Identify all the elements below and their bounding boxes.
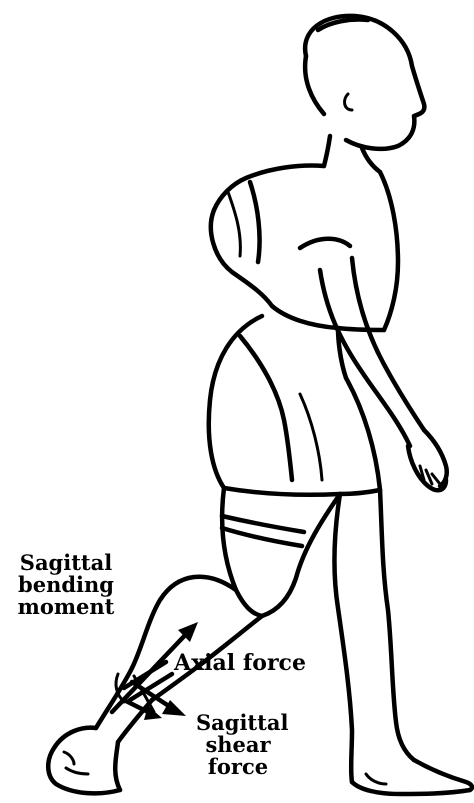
- shear-label-line3: force: [196, 756, 280, 778]
- front-leg: [334, 490, 472, 794]
- axial-force-label: Axial force: [174, 652, 306, 675]
- sagittal-bending-moment-label: Sagittal bending moment: [6, 552, 126, 618]
- prosthetic-foot: [48, 728, 120, 794]
- bending-label-line3: moment: [6, 596, 126, 618]
- shear-label-line2: shear: [196, 734, 280, 756]
- rear-thigh-socket: [222, 488, 340, 616]
- shorts: [209, 316, 380, 495]
- head: [305, 16, 424, 172]
- sagittal-shear-force-label: Sagittal shear force: [196, 712, 280, 778]
- bending-label-line1: Sagittal: [6, 552, 126, 574]
- bending-label-line2: bending: [6, 574, 126, 596]
- shear-label-line1: Sagittal: [196, 712, 280, 734]
